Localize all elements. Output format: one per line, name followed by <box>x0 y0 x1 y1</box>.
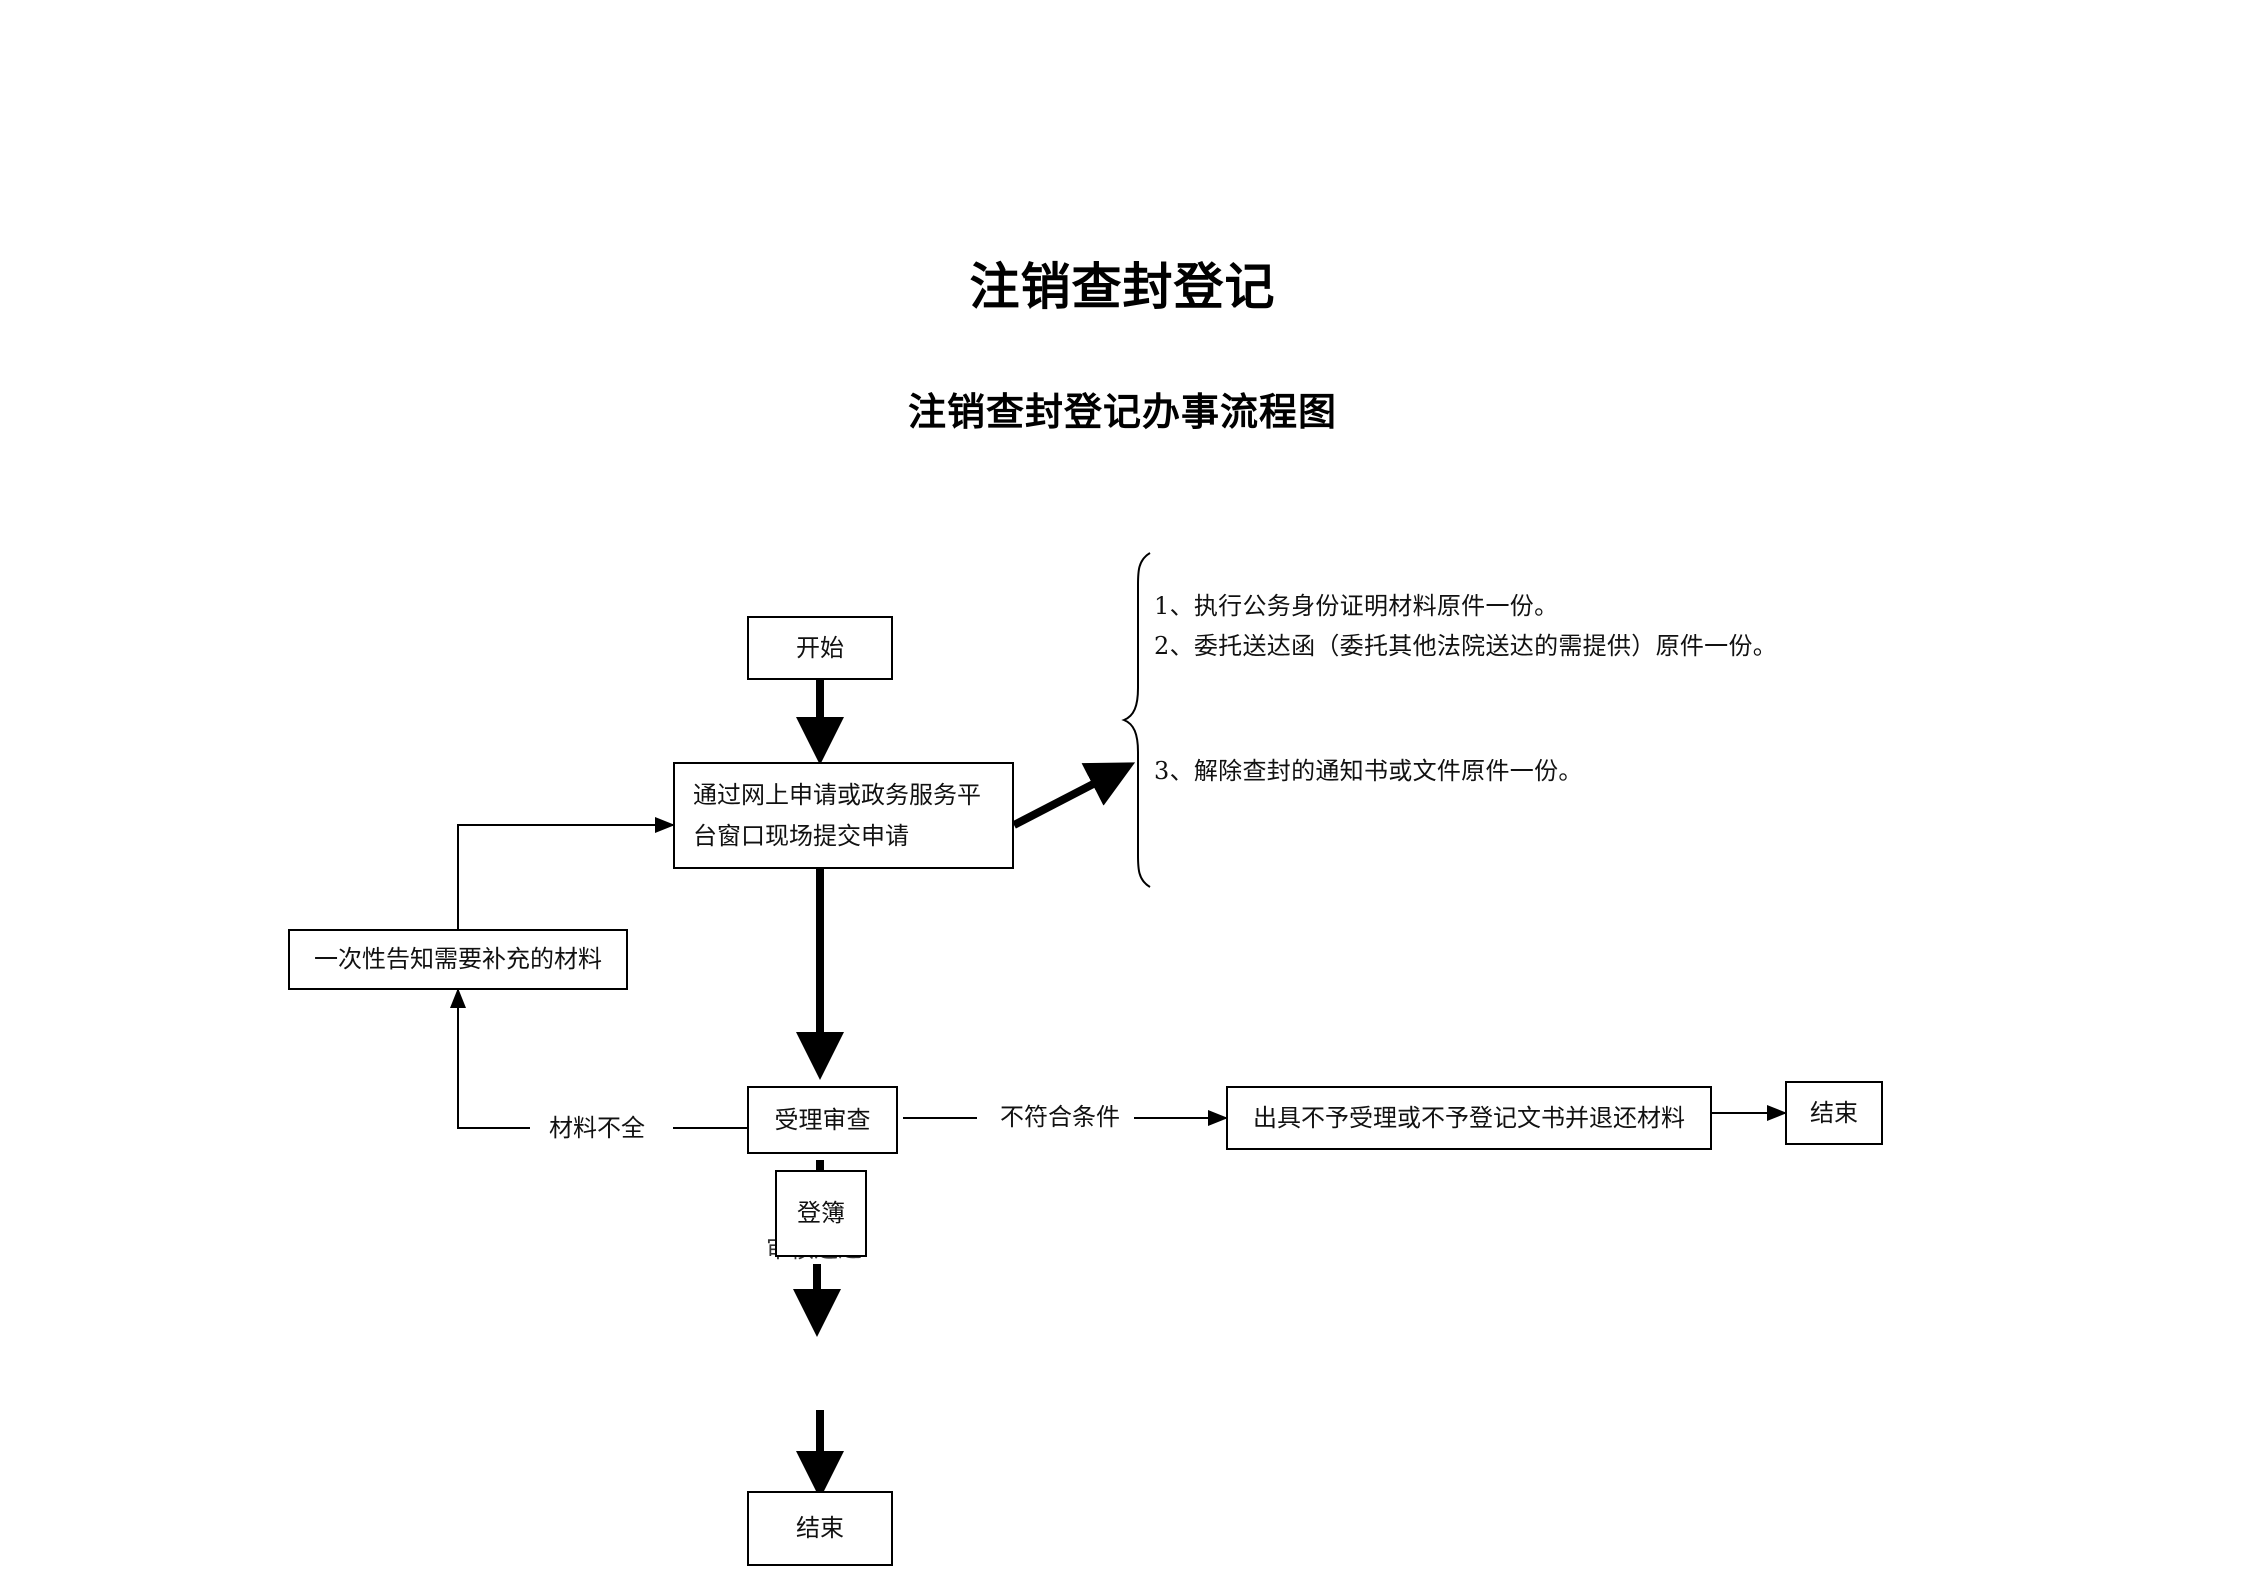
end-node-bottom: 结束 <box>747 1491 893 1566</box>
register-label: 登簿 <box>797 1199 845 1227</box>
register-node: 登簿 <box>775 1170 867 1257</box>
start-node: 开始 <box>747 616 893 680</box>
page-title: 注销查封登记 <box>969 258 1276 316</box>
start-label: 开始 <box>796 633 844 662</box>
requirement-item-1: 1、执行公务身份证明材料原件一份。 <box>1154 592 1559 620</box>
notify-label: 一次性告知需要补充的材料 <box>314 945 602 973</box>
arrow-submit-to-requirements <box>1012 762 1136 829</box>
submit-application-node: 通过网上申请或政务服务平 台窗口现场提交申请 <box>673 762 1014 869</box>
requirement-item-2: 2、委托送达函（委托其他法院送达的需提供）原件一份。 <box>1154 632 1778 660</box>
curly-brace <box>1121 552 1151 888</box>
arrow-incomplete-to-notify <box>450 988 530 1129</box>
review-label: 受理审查 <box>774 1105 871 1134</box>
incomplete-label: 材料不全 <box>549 1114 645 1142</box>
reject-label: 出具不予受理或不予登记文书并退还材料 <box>1253 1103 1685 1132</box>
not-qualified-label: 不符合条件 <box>1000 1103 1120 1131</box>
review-node: 受理审查 <box>747 1086 898 1154</box>
arrow-notify-to-submit <box>457 817 675 929</box>
reject-node: 出具不予受理或不予登记文书并退还材料 <box>1226 1086 1712 1150</box>
end-bottom-label: 结束 <box>796 1514 844 1542</box>
notify-supplement-node: 一次性告知需要补充的材料 <box>288 929 628 990</box>
submit-label-line1: 通过网上申请或政务服务平 <box>693 780 981 809</box>
requirement-item-3: 3、解除查封的通知书或文件原件一份。 <box>1154 757 1583 785</box>
diagram-subtitle: 注销查封登记办事流程图 <box>907 390 1337 434</box>
end-node-right: 结束 <box>1785 1081 1883 1145</box>
end-right-label: 结束 <box>1810 1098 1858 1127</box>
submit-label-line2: 台窗口现场提交申请 <box>693 821 909 850</box>
